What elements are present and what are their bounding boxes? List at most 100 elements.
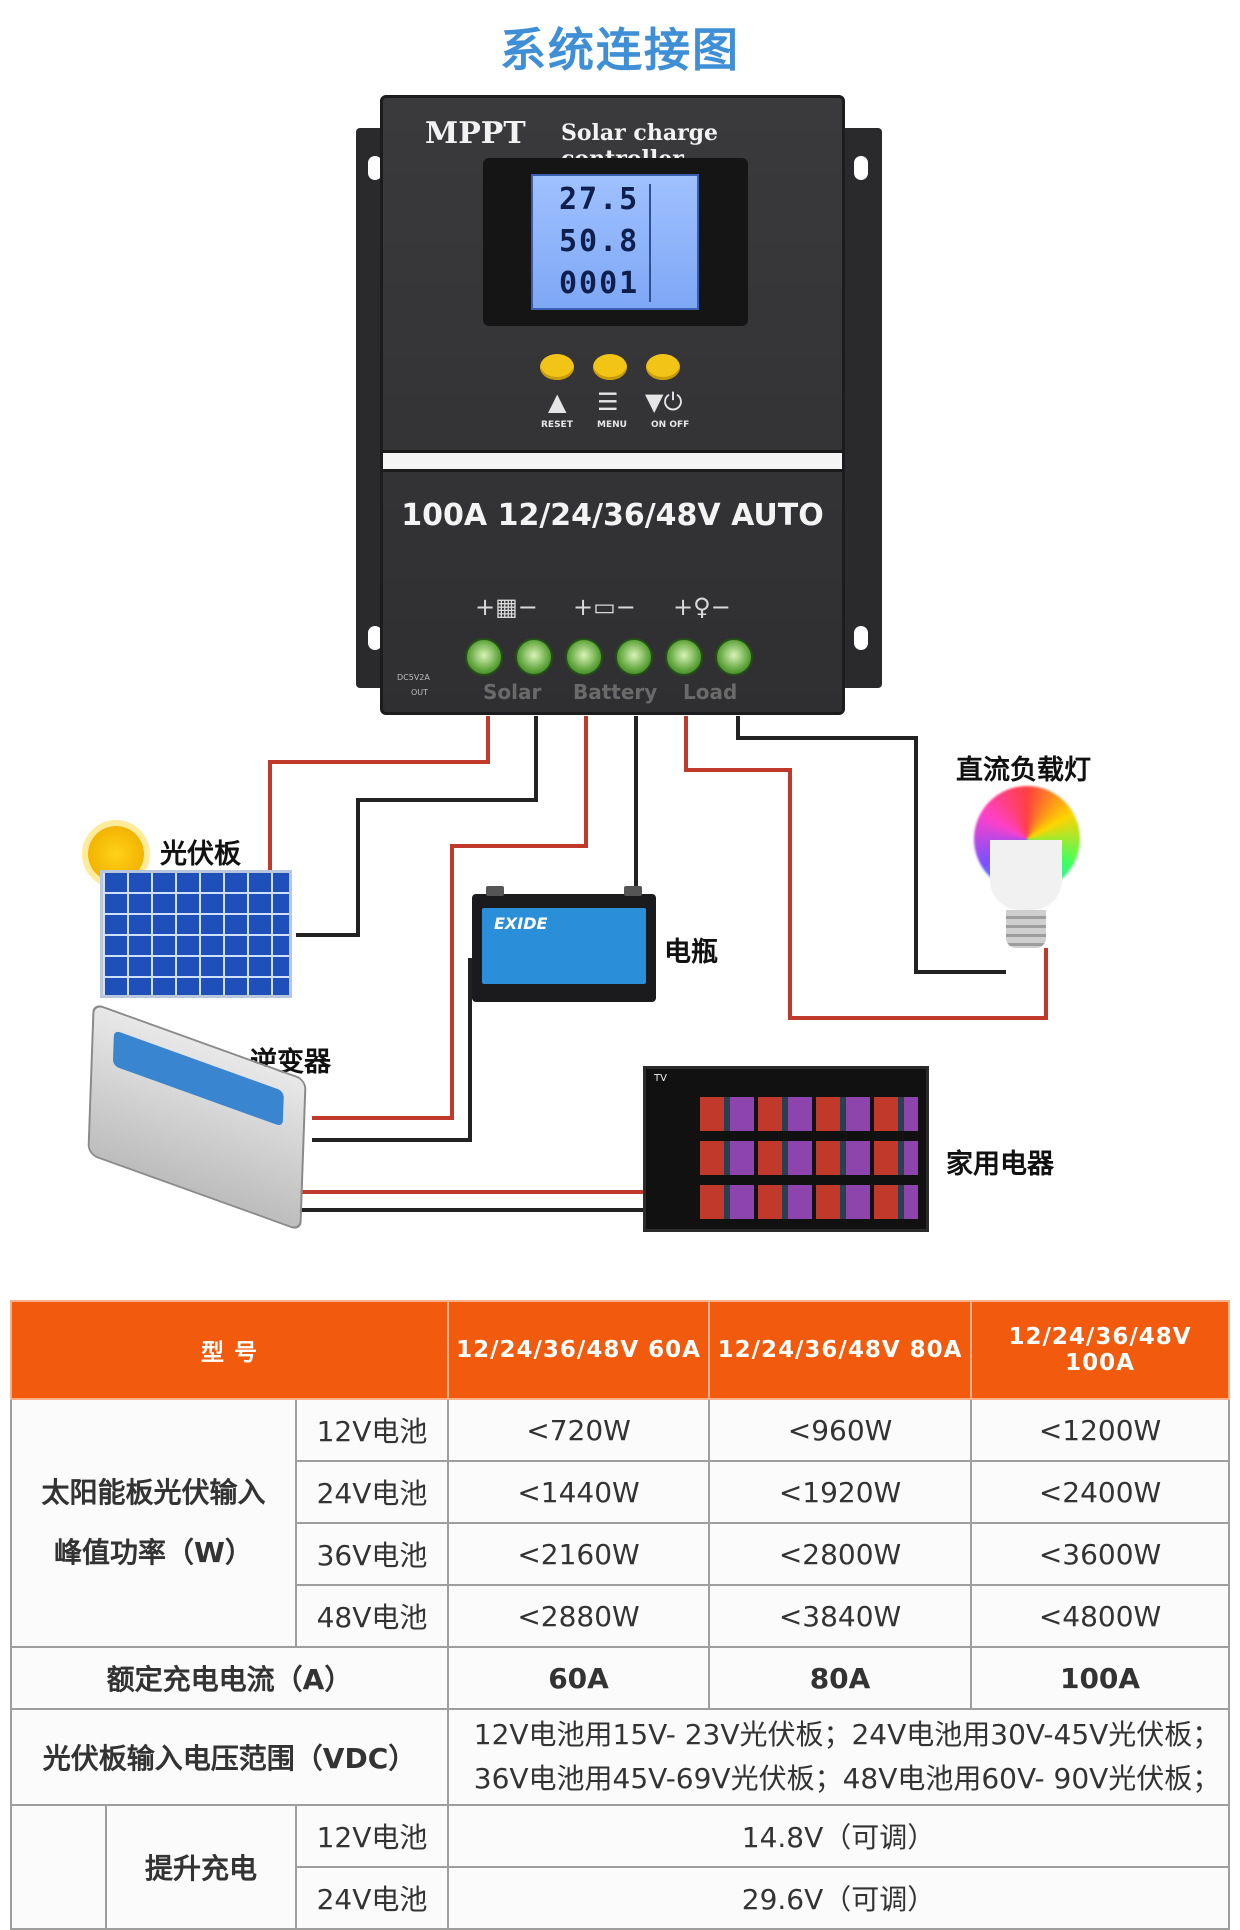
terminal-solar-negative	[515, 638, 553, 676]
pv-voltage-note: 12V电池用15V- 23V光伏板；24V电池用30V-45V光伏板； 36V电…	[447, 1708, 1231, 1806]
dc-output-label: DC5V2A	[397, 673, 430, 682]
value-cell: <2880W	[447, 1584, 711, 1648]
value-cell: <2400W	[970, 1460, 1231, 1524]
battery-symbol-icon: +▭−	[573, 593, 636, 621]
header-col-80a: 12/24/36/48V 80A	[708, 1300, 973, 1400]
reset-label: RESET	[541, 420, 573, 430]
terminal-battery-negative	[615, 638, 653, 676]
solar-symbol-icon: +▦−	[475, 593, 538, 621]
menu-icon: ☰	[597, 388, 619, 416]
value-cell: <3600W	[970, 1522, 1231, 1586]
bulb-base	[1006, 910, 1046, 948]
divider-strip	[383, 450, 842, 472]
battery-type-cell: 48V电池	[294, 1584, 450, 1648]
lcd-display: 27.5 50.8 0001	[531, 174, 699, 310]
value-cell: <2800W	[708, 1522, 973, 1586]
onoff-button[interactable]	[646, 354, 680, 380]
battery-type-cell: 36V电池	[294, 1522, 450, 1586]
battery-post	[624, 886, 642, 896]
onoff-label: ON OFF	[651, 420, 690, 430]
controller-rating: 100A 12/24/36/48V AUTO	[401, 498, 824, 533]
wire-solar-positive	[268, 716, 490, 870]
pv-voltage-label: 光伏板输入电压范围（VDC）	[9, 1708, 450, 1806]
battery-type-cell: 12V电池	[294, 1804, 450, 1868]
pv-power-label-line2: 峰值功率（W）	[54, 1536, 253, 1569]
battery-label: 电瓶	[664, 937, 718, 968]
lcd-line-2: 50.8	[559, 224, 640, 259]
table-row: 太阳能板光伏输入 峰值功率（W） 12V电池 <720W <960W <1200…	[10, 1398, 1231, 1648]
battery-image: EXIDE	[472, 886, 656, 1002]
up-arrow-icon: ▲	[548, 388, 567, 416]
wire-battery-positive	[312, 716, 588, 1120]
dc-lamp-label: 直流负载灯	[956, 755, 1091, 786]
group-spacer-cell	[10, 1804, 107, 1930]
terminal-label-solar: Solar	[483, 680, 542, 704]
header-col-60a: 12/24/36/48V 60A	[447, 1300, 711, 1400]
bulb-body	[990, 840, 1062, 910]
battery-post	[486, 886, 504, 896]
mount-hole	[368, 156, 382, 180]
value-cell: 29.6V（可调）	[447, 1866, 1231, 1930]
value-cell: 14.8V（可调）	[447, 1804, 1231, 1868]
wire-solar-negative	[296, 716, 538, 937]
appliance-label: 家用电器	[946, 1149, 1054, 1180]
pv-power-label: 太阳能板光伏输入 峰值功率（W）	[10, 1398, 297, 1648]
load-symbol-icon: +♀−	[673, 593, 731, 621]
table-row: 24V电池 <1440W <1920W <2400W	[11, 1460, 1231, 1524]
menu-label: MENU	[597, 420, 627, 430]
boost-charge-label: 提升充电	[105, 1804, 297, 1930]
table-row: 提升充电 12V电池 14.8V（可调）	[10, 1804, 1231, 1930]
terminal-load-negative	[715, 638, 753, 676]
spec-table: 型 号 12/24/36/48V 60A 12/24/36/48V 80A 12…	[9, 1300, 1231, 1930]
out-label: OUT	[411, 688, 429, 697]
value-cell: <3840W	[708, 1584, 973, 1648]
value-cell: <1200W	[970, 1398, 1231, 1462]
value-cell: <4800W	[970, 1584, 1231, 1648]
terminal-label-battery: Battery	[573, 680, 658, 704]
table-row: 光伏板输入电压范围（VDC） 12V电池用15V- 23V光伏板；24V电池用3…	[9, 1708, 1231, 1806]
lcd-line-3: 0001	[559, 266, 640, 301]
mount-hole	[368, 626, 382, 650]
wire-load-negative	[736, 716, 1006, 974]
value-cell: 80A	[708, 1646, 973, 1710]
tv-label: TV	[654, 1073, 667, 1084]
terminal-label-load: Load	[683, 680, 738, 704]
mount-ear-right	[842, 128, 882, 688]
reset-button[interactable]	[540, 354, 574, 380]
tv-image: TV	[643, 1066, 929, 1232]
value-cell: <720W	[447, 1398, 711, 1462]
value-cell: 100A	[970, 1646, 1231, 1710]
wire-load-positive	[684, 716, 1048, 1020]
mount-hole	[854, 626, 868, 650]
lcd-frame: 27.5 50.8 0001	[483, 158, 748, 326]
mount-hole	[854, 156, 868, 180]
battery-brand: EXIDE	[494, 914, 548, 933]
tv-app-row	[700, 1097, 918, 1131]
pv-power-label-line1: 太阳能板光伏输入	[41, 1476, 266, 1509]
table-row: 24V电池 29.6V（可调）	[11, 1866, 1231, 1930]
header-col-100a: 12/24/36/48V 100A	[970, 1300, 1231, 1400]
terminal-load-positive	[665, 638, 703, 676]
terminal-solar-positive	[465, 638, 503, 676]
menu-button[interactable]	[593, 354, 627, 380]
value-cell: <960W	[708, 1398, 973, 1462]
wiring-diagram	[268, 716, 1048, 1212]
table-header-row: 型 号 12/24/36/48V 60A 12/24/36/48V 80A 12…	[9, 1300, 1231, 1400]
controller-brand: MPPT	[425, 116, 526, 151]
table-row: 48V电池 <2880W <3840W <4800W	[11, 1584, 1231, 1648]
solar-panel-image	[100, 870, 292, 998]
header-model: 型 号	[9, 1300, 450, 1400]
lcd-side-panel	[649, 184, 693, 302]
rated-current-label: 额定充电电流（A）	[9, 1646, 450, 1710]
value-cell: <1920W	[708, 1460, 973, 1524]
value-cell: <2160W	[447, 1522, 711, 1586]
terminal-battery-positive	[565, 638, 603, 676]
tv-app-row	[700, 1185, 918, 1219]
pv-voltage-line2: 36V电池用45V-69V光伏板；48V电池用60V- 90V光伏板；	[473, 1762, 1221, 1795]
value-cell: 60A	[447, 1646, 711, 1710]
battery-sticker	[482, 908, 646, 984]
pv-voltage-line1: 12V电池用15V- 23V光伏板；24V电池用30V-45V光伏板；	[473, 1718, 1221, 1751]
tv-app-row	[700, 1141, 918, 1175]
table-row: 36V电池 <2160W <2800W <3600W	[11, 1522, 1231, 1586]
value-cell: <1440W	[447, 1460, 711, 1524]
